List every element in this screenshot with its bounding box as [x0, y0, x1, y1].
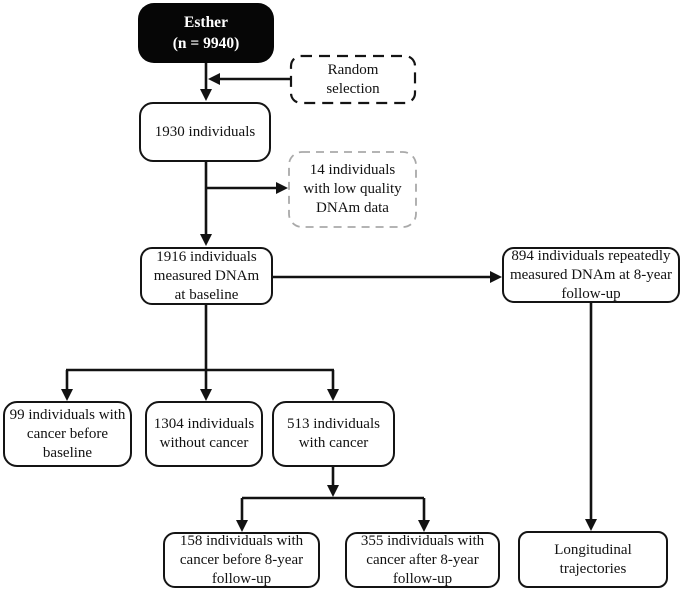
node-99-cancer-before-baseline: 99 individuals with cancer before baseli… [3, 401, 132, 467]
node-low-quality-excluded: 14 individuals with low quality DNAm dat… [303, 162, 402, 216]
arrow-1916-to-894 [272, 271, 502, 283]
node-random-selection: Random selection [326, 61, 380, 97]
node-513-with-cancer: 513 individuals with cancer [272, 401, 395, 467]
arrow-random-selection-to-spine [208, 73, 290, 85]
node-894-repeated-measure: 894 individuals repeatedly measured DNAm… [502, 247, 680, 303]
arrow-1930-to-1916 [200, 162, 212, 246]
arrow-894-to-longitudinal [585, 303, 597, 531]
node-1916-baseline: 1916 individuals measured DNAm at baseli… [140, 247, 273, 305]
node-longitudinal-trajectories: Longitudinal trajectories [518, 531, 668, 588]
arrow-esther-to-1930 [200, 63, 212, 101]
node-1304-without-cancer: 1304 individuals without cancer [145, 401, 263, 467]
branch-1916-to-baseline-groups [61, 305, 339, 401]
node-1930-individuals: 1930 individuals [139, 102, 271, 162]
branch-513-to-followup-groups [236, 467, 430, 532]
node-esther-cohort: Esther (n = 9940) [138, 3, 274, 63]
node-158-cancer-before-followup: 158 individuals with cancer before 8-yea… [163, 532, 320, 588]
arrow-spine-to-low-quality [206, 182, 288, 194]
node-355-cancer-after-followup: 355 individuals with cancer after 8-year… [345, 532, 500, 588]
